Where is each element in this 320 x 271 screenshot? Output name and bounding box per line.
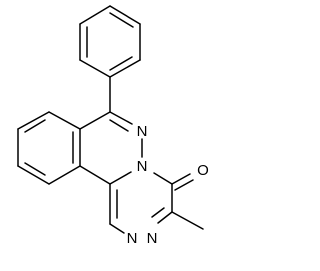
phenyl-ring bbox=[79, 5, 141, 78]
bond bbox=[17, 165, 50, 185]
bond bbox=[79, 59, 111, 78]
pyridazine-ring bbox=[79, 111, 143, 185]
bond-inner bbox=[24, 162, 46, 176]
bond bbox=[79, 165, 111, 185]
atom-label-n-ring-left: N bbox=[127, 230, 138, 247]
triazinone-ring bbox=[109, 172, 173, 234]
bond bbox=[109, 223, 125, 234]
bond-carbonyl bbox=[171, 173, 191, 185]
bond-carbonyl bbox=[174, 179, 194, 191]
bond bbox=[17, 111, 50, 130]
bond-methyl bbox=[171, 211, 204, 230]
bond bbox=[48, 111, 81, 130]
atom-label-n-bridge: N bbox=[137, 158, 148, 175]
chemical-structure-diagram: N N N N O bbox=[17, 5, 209, 247]
bond bbox=[48, 165, 81, 185]
bond bbox=[157, 211, 173, 224]
bond bbox=[79, 111, 111, 130]
bond-inner bbox=[109, 12, 134, 28]
bond-inner bbox=[24, 119, 46, 133]
bond bbox=[151, 207, 165, 218]
bond bbox=[109, 171, 132, 185]
benzo-ring bbox=[17, 111, 81, 185]
bond bbox=[109, 111, 133, 125]
bond bbox=[79, 5, 111, 25]
bond bbox=[153, 172, 173, 185]
atom-label-n-ring-bottom: N bbox=[147, 230, 158, 247]
atom-label-oxygen: O bbox=[197, 162, 209, 179]
bond-inner bbox=[109, 56, 133, 71]
bond bbox=[109, 5, 141, 25]
atom-label-n-top: N bbox=[137, 123, 148, 140]
bond-inner bbox=[109, 119, 129, 132]
bond bbox=[109, 59, 141, 78]
